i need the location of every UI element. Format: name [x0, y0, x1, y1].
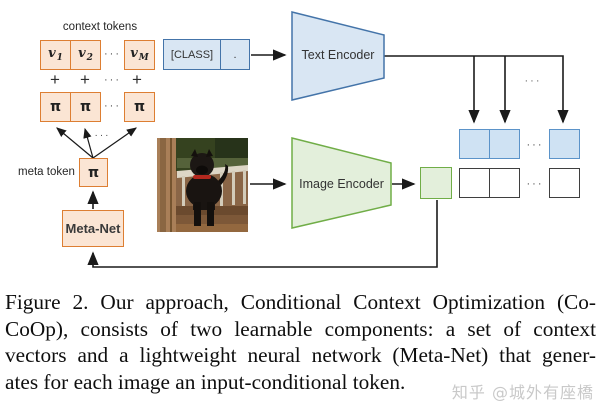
v1-label: v1 — [48, 45, 63, 64]
figure-caption: Figure 2. Our approach, Conditional Cont… — [5, 289, 596, 396]
pi-token-1: π — [40, 92, 71, 122]
meta-pi-label: π — [87, 164, 100, 181]
text-feature-ellipsis: ··· — [526, 139, 544, 151]
meta-net-box: Meta-Net — [62, 210, 124, 247]
diagram-wires — [56, 11, 569, 268]
text-feature-box-1 — [459, 129, 490, 159]
class-token-box: [CLASS] . — [163, 39, 250, 70]
caption-line-4: ates for each image an input-conditional… — [5, 370, 406, 395]
meta-net-label: Meta-Net — [65, 221, 121, 236]
caption-line-1: Figure 2. Our approach, Conditional Cont… — [5, 290, 596, 314]
arrow-text-encoder-out-right — [384, 55, 569, 124]
context-token-vM: vM — [124, 40, 155, 70]
text-encoder-label: Text Encoder — [301, 48, 375, 62]
caption-line-3: vectors and a lightweight neural network… — [5, 343, 596, 368]
plus-sign-1: + — [50, 70, 60, 89]
pi-token-M: π — [124, 92, 155, 122]
context-tokens-label: context tokens — [62, 21, 138, 33]
arrow-meta-to-piM — [92, 127, 137, 159]
v-row-ellipsis: ··· — [104, 48, 121, 60]
rail-ellipsis: ··· — [524, 75, 542, 87]
pi-token-2: π — [70, 92, 101, 122]
dog-photo — [157, 138, 248, 232]
watermark: 知乎 @城外有座橋 — [451, 383, 594, 402]
plus-sign-2: + — [80, 70, 90, 89]
vM-label: vM — [130, 45, 149, 64]
pi1-label: π — [49, 99, 62, 115]
v2-label: v2 — [78, 45, 93, 64]
score-box-M — [549, 168, 580, 198]
class-token-cell: [CLASS] — [170, 48, 214, 61]
image-feature-box — [420, 167, 452, 199]
image-encoder-shape — [291, 137, 392, 229]
context-token-v1: v1 — [40, 40, 71, 70]
arrow-meta-to-pi1 — [56, 127, 94, 159]
pi-row-ellipsis: ··· — [104, 100, 121, 112]
arrow-meta-to-pi2 — [83, 127, 94, 159]
period-token-cell: . — [220, 40, 249, 69]
text-encoder-shape — [291, 11, 385, 101]
caption-line-2: CoOp), consists of two learnable compone… — [5, 316, 596, 341]
text-feature-box-2 — [489, 129, 520, 159]
score-ellipsis: ··· — [526, 178, 544, 190]
pi2-label: π — [79, 99, 92, 115]
arrow-feature-to-metanet — [87, 200, 438, 268]
fan-ellipsis: ··· — [94, 130, 111, 141]
score-box-2 — [489, 168, 520, 198]
meta-token-label: meta token — [18, 166, 75, 178]
plus-sign-3: + — [132, 70, 142, 89]
text-feature-box-M — [549, 129, 580, 159]
context-token-v2: v2 — [70, 40, 101, 70]
plus-row-ellipsis: ··· — [104, 74, 121, 86]
image-encoder-label: Image Encoder — [299, 177, 384, 191]
piM-label: π — [133, 99, 146, 115]
score-box-1 — [459, 168, 490, 198]
meta-token-box: π — [79, 158, 108, 187]
